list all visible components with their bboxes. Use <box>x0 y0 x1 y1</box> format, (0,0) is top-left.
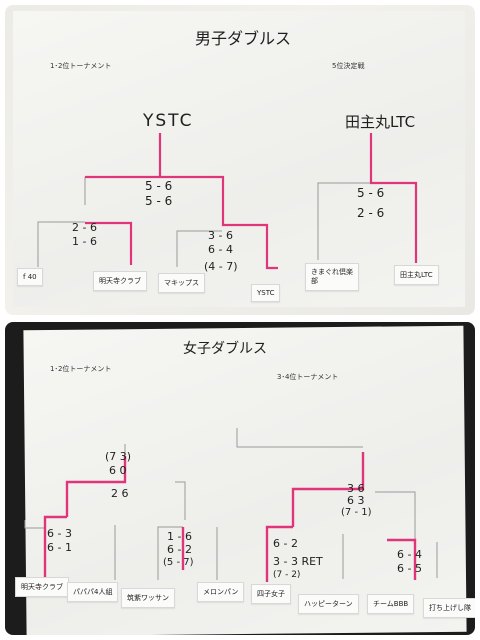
bottom-final-right-score-3: (7 - 1) <box>341 507 372 518</box>
bracket-line <box>24 520 45 529</box>
team-card: マキップス <box>158 273 205 293</box>
team-card: 打ち上げし隊 <box>423 598 475 618</box>
top-semi-left-score-2: 1 - 6 <box>72 235 97 248</box>
top-final-score-2: 5 - 6 <box>145 194 173 208</box>
team-card: 明天寺クラブ <box>15 577 69 597</box>
bottom-sub-r1-score-3: (7 - 2) <box>273 570 301 580</box>
team-card: f 40 <box>17 268 43 286</box>
bottom-final-left-score-2: 6 0 <box>109 464 127 477</box>
bracket-line <box>236 428 363 448</box>
bracket-line <box>37 221 85 267</box>
bottom-photo: 女子ダブルス 1･2位トーナメント 3･4位トーナメント (7 3) 6 0 2… <box>5 322 475 635</box>
bottom-final-left-score-1: (7 3) <box>105 450 132 463</box>
bottom-grey-lines <box>24 428 438 580</box>
team-card: ハッピーターン <box>298 594 359 614</box>
top-title: 男子ダブルス <box>195 29 292 48</box>
top-semi-left-score-1: 2 - 6 <box>72 221 97 234</box>
top-paper-sheet <box>13 11 465 307</box>
bottom-sub-left-score-2: 6 - 1 <box>47 541 72 554</box>
top-right-score-1: 5 - 6 <box>357 186 385 200</box>
team-card: 筑紫ワッサン <box>121 588 175 608</box>
bottom-bracket-lines <box>24 428 438 582</box>
top-winner-left: YSTC <box>143 111 194 131</box>
bottom-sub-mid-score-2: 6 - 2 <box>167 543 192 556</box>
bottom-final-right-score-2: 6 3 <box>347 494 365 507</box>
bracket-line <box>387 538 417 580</box>
bottom-sub-r1-score-1: 6 - 2 <box>273 537 298 550</box>
top-right-score-2: 2 - 6 <box>357 206 385 220</box>
bottom-title: 女子ダブルス <box>183 341 267 357</box>
top-section-right: 5位決定戦 <box>332 62 365 70</box>
top-final-score-1: 5 - 6 <box>145 179 173 193</box>
bottom-red-lines <box>43 452 417 582</box>
bottom-sub-left-score-1: 6 - 3 <box>47 527 72 540</box>
top-photo: 男子ダブルス 1･2位トーナメント 5位決定戦 YSTC 田主丸LTC 5 - … <box>5 5 475 315</box>
top-red-lines <box>85 133 418 270</box>
bottom-section-left: 1･2位トーナメント <box>50 365 112 373</box>
team-card: チームBBB <box>367 594 415 614</box>
bottom-sub-mid-score-1: 1 - 6 <box>167 530 192 543</box>
bottom-sub-r1-score-2: 3 - 3 RET <box>273 555 323 568</box>
bracket-line <box>175 481 186 520</box>
team-card: パパパ4人組 <box>67 582 119 602</box>
top-grey-lines <box>37 177 373 267</box>
bracket-line <box>176 230 222 267</box>
team-card: YSTC <box>251 284 281 302</box>
bracket-line <box>85 221 133 265</box>
team-card: 田主丸LTC <box>394 265 439 285</box>
bracket-line <box>43 515 67 580</box>
bottom-final-right-score-1: 3 6 <box>347 482 365 495</box>
top-semi-right-score-3: (4 - 7) <box>204 260 238 273</box>
bottom-final-left-score-3: 2 6 <box>111 487 129 500</box>
bottom-section-right: 3･4位トーナメント <box>277 373 339 381</box>
bracket-line <box>291 452 365 527</box>
bracket-line <box>265 525 293 582</box>
bottom-sub-r2-score-2: 6 - 5 <box>397 562 422 575</box>
top-winner-right: 田主丸LTC <box>345 113 416 131</box>
bracket-line <box>317 182 373 260</box>
team-card: メロンパン <box>197 582 245 602</box>
bracket-line <box>65 456 127 517</box>
bracket-line <box>85 175 278 270</box>
bracket-line <box>369 133 418 263</box>
top-semi-right-score-2: 6 - 4 <box>208 243 233 256</box>
top-section-left: 1･2位トーナメント <box>50 62 112 70</box>
bracket-line <box>375 491 416 540</box>
team-card: きまぐれ倶楽部 <box>305 263 359 291</box>
team-card: 四子女子 <box>251 584 291 604</box>
top-bracket-lines <box>37 133 418 270</box>
bottom-sub-mid-score-3: (5 - 7) <box>163 557 194 568</box>
bracket-line <box>157 526 183 580</box>
bottom-sub-r2-score-1: 6 - 4 <box>397 548 422 561</box>
team-card: 明天寺クラブ <box>93 271 147 291</box>
top-semi-right-score-1: 3 - 6 <box>208 229 233 242</box>
